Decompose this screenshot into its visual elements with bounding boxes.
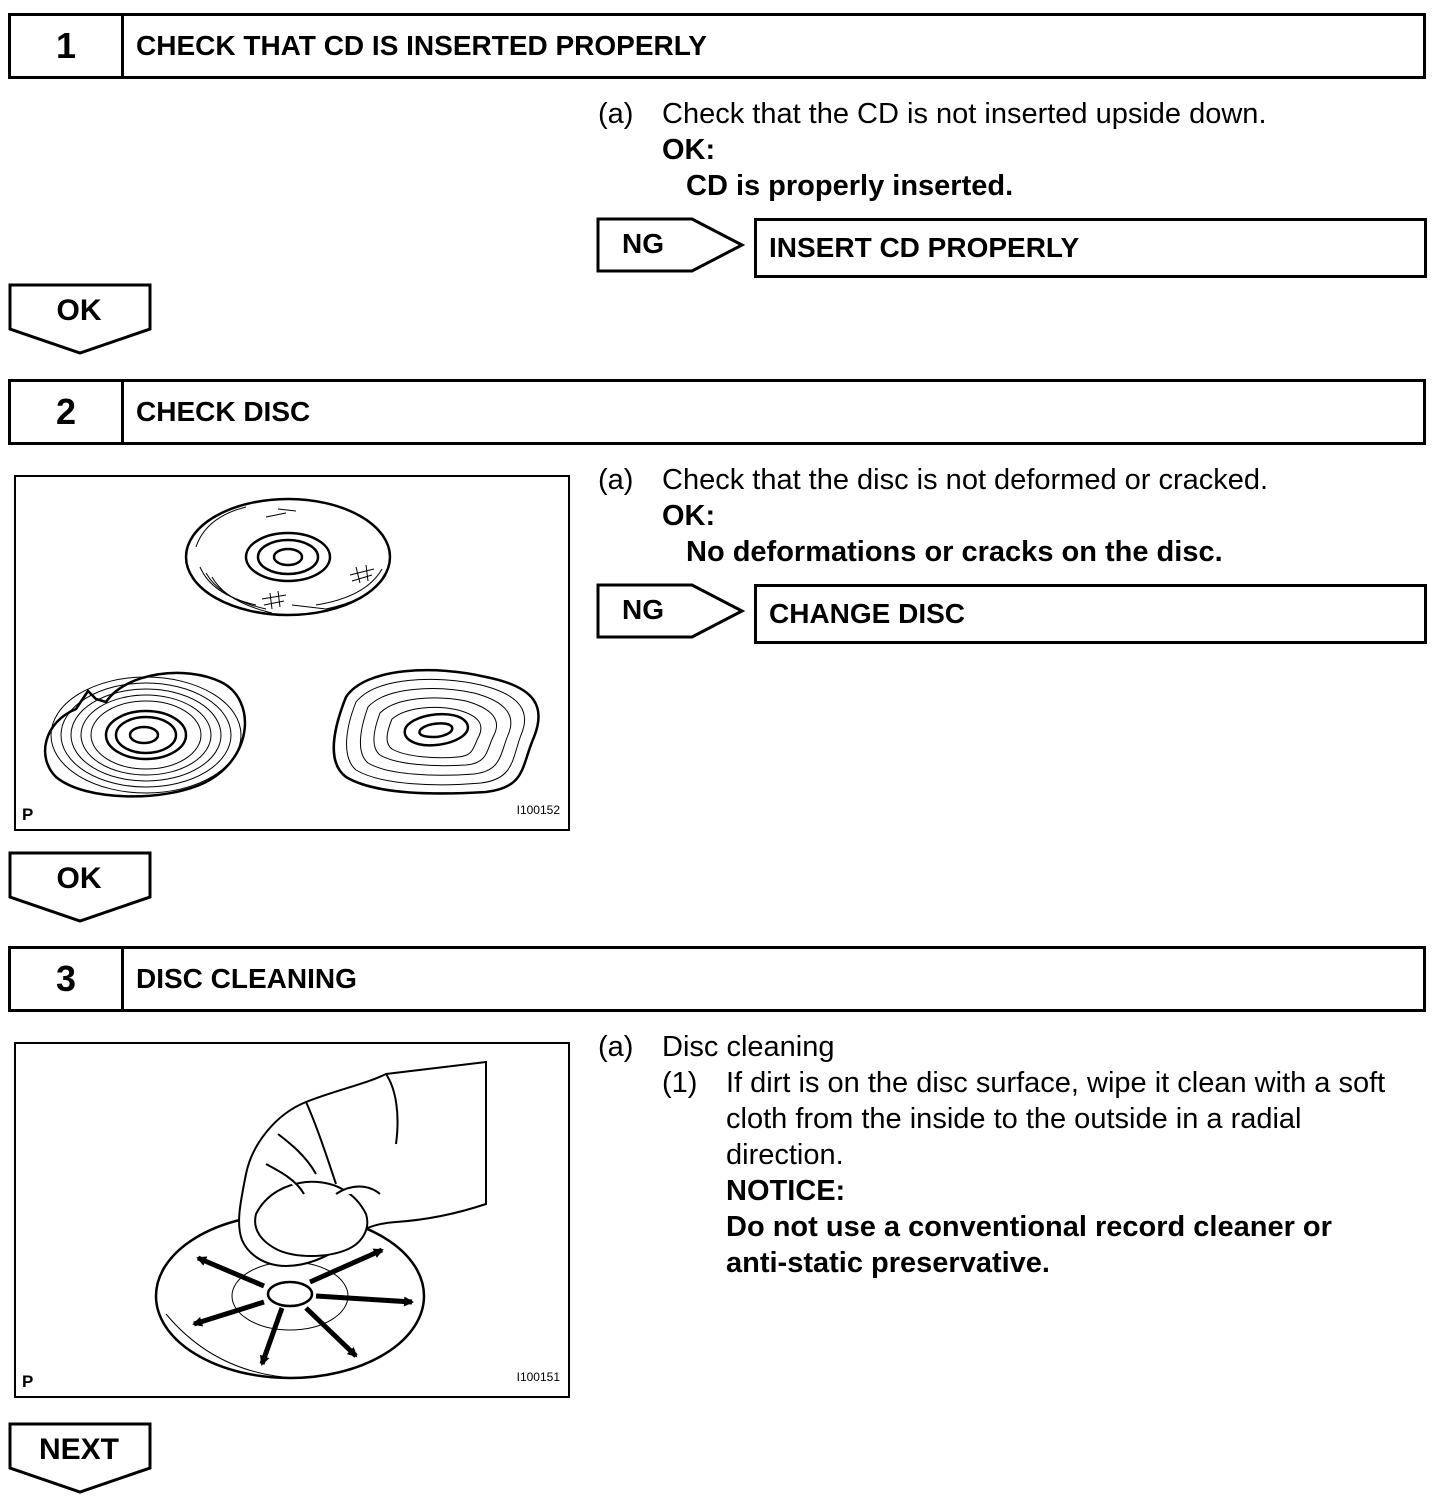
ok-next-label: OK xyxy=(56,862,102,895)
step-3-header: 3 DISC CLEANING xyxy=(8,946,1426,1012)
step-number: 1 xyxy=(11,16,124,76)
disc-cleaning-figure: P I100151 xyxy=(14,1042,570,1398)
ok-label: OK: xyxy=(662,500,716,532)
figure-id: I100151 xyxy=(516,1370,560,1384)
ok-condition: No deformations or cracks on the disc. xyxy=(686,536,1223,568)
ok-down-arrow-icon xyxy=(8,851,152,923)
step-number: 3 xyxy=(11,949,124,1009)
item-label: (a) xyxy=(598,464,634,496)
ng-label: NG xyxy=(622,594,664,625)
ng-action-text: CHANGE DISC xyxy=(769,598,966,629)
item-label: (a) xyxy=(598,1031,634,1063)
figure-id: I100152 xyxy=(516,803,560,817)
step-title: DISC CLEANING xyxy=(136,963,357,994)
item-text: Check that the disc is not deformed or c… xyxy=(662,464,1269,496)
next-label: NEXT xyxy=(38,1433,119,1466)
damaged-discs-illustration xyxy=(43,497,540,798)
notice-label: NOTICE: xyxy=(726,1175,846,1207)
step-2-header: 2 CHECK DISC xyxy=(8,379,1426,445)
ng-action-box: CHANGE DISC xyxy=(754,584,1427,644)
notice-line: anti-static preservative. xyxy=(726,1247,1050,1279)
ng-action-text: INSERT CD PROPERLY xyxy=(769,232,1080,263)
step-number: 2 xyxy=(11,382,124,442)
disc-cleaning-illustration xyxy=(154,1060,487,1380)
ok-down-arrow-icon xyxy=(8,283,152,355)
figure-corner-label: P xyxy=(22,1372,34,1391)
ng-arrow-icon xyxy=(596,583,746,639)
item-label: (a) xyxy=(598,98,634,130)
sub-item-line: If dirt is on the disc surface, wipe it … xyxy=(726,1067,1386,1099)
sub-item-line: cloth from the inside to the outside in … xyxy=(726,1103,1302,1135)
ok-label: OK: xyxy=(662,134,716,166)
next-down-arrow-icon xyxy=(8,1422,152,1494)
ok-next-label: OK xyxy=(56,294,102,327)
ng-action-box: INSERT CD PROPERLY xyxy=(754,218,1427,278)
notice-line: Do not use a conventional record cleaner… xyxy=(726,1211,1332,1243)
item-text: Disc cleaning xyxy=(662,1031,835,1063)
step-1-header: 1 CHECK THAT CD IS INSERTED PROPERLY xyxy=(8,13,1426,79)
ok-condition: CD is properly inserted. xyxy=(686,170,1014,202)
sub-item-line: direction. xyxy=(726,1139,844,1171)
sub-item-label: (1) xyxy=(662,1067,698,1099)
step-title: CHECK DISC xyxy=(136,396,311,427)
ng-label: NG xyxy=(622,228,664,259)
item-text: Check that the CD is not inserted upside… xyxy=(662,98,1267,130)
ng-arrow-icon xyxy=(596,217,746,273)
step-title: CHECK THAT CD IS INSERTED PROPERLY xyxy=(136,30,707,61)
damaged-discs-figure: P I100152 xyxy=(14,475,570,831)
figure-corner-label: P xyxy=(22,805,34,824)
